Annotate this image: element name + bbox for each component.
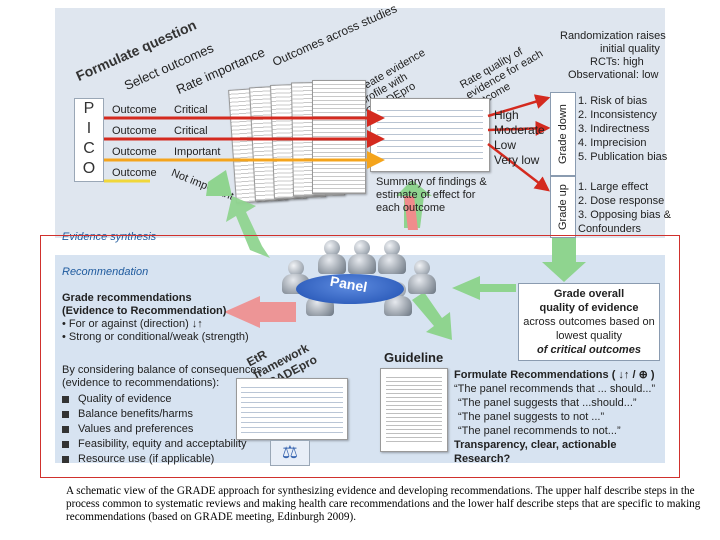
grade-down-label: Grade down	[557, 104, 569, 164]
quality-arrow-high	[487, 94, 551, 118]
panel-member-icon	[408, 260, 436, 294]
grade-recommendations: Grade recommendations (Evidence to Recom…	[62, 292, 249, 344]
balance-item: Feasibility, equity and acceptability	[78, 438, 247, 450]
pico-o: O	[82, 160, 96, 177]
grade-recs-subtitle: (Evidence to Recommendation)	[62, 305, 227, 317]
checkbox-icon	[62, 455, 69, 463]
guideline-label: Guideline	[384, 350, 444, 365]
grade-up-list: 1. Large effect 2. Dose response 3. Oppo…	[578, 180, 671, 236]
pink-arrow-up	[404, 196, 418, 230]
quality-high: High	[494, 108, 519, 122]
panel-member-icon	[378, 240, 406, 274]
pink-arrow-left	[224, 296, 296, 328]
evidence-profile-table	[370, 98, 490, 172]
randomization-line-3: RCTs: high	[590, 56, 644, 68]
etr-table-document	[236, 378, 348, 440]
checkbox-icon	[62, 425, 69, 433]
importance-row-1: Critical	[174, 104, 208, 116]
panel-table	[296, 274, 404, 304]
grade-recs-item: • For or against (direction) ↓↑	[62, 318, 203, 330]
pico-p: P	[83, 100, 95, 117]
outcome-row-1: Outcome	[112, 104, 157, 116]
checkbox-icon	[62, 395, 69, 403]
checkbox-icon	[62, 410, 69, 418]
balance-item: Resource use (if applicable)	[78, 453, 215, 465]
formulate-recs-item: “The panel suggests to not ...”	[458, 411, 605, 423]
quality-very-low: Very low	[494, 153, 540, 167]
grade-down-item: 2. Inconsistency	[578, 109, 657, 121]
outcome-row-3: Outcome	[112, 146, 157, 158]
green-arrow-down-right	[412, 292, 452, 340]
green-arrow-to-panel	[452, 276, 516, 300]
panel-member-icon	[348, 240, 376, 274]
formulate-recs-item: “The panel suggests that ...should...”	[458, 397, 637, 409]
grade-up-label: Grade up	[557, 184, 569, 230]
pico-c: C	[83, 140, 95, 157]
randomization-line-1: Randomization raises	[560, 30, 666, 42]
grade-overall-line: of critical outcomes	[537, 344, 641, 356]
formulate-recs-item: “The panel recommends to not...”	[458, 425, 621, 437]
recommendation-frame	[40, 235, 680, 478]
balance-item: Balance benefits/harms	[78, 408, 193, 420]
formulate-recs-title: Formulate Recommendations ( ↓↑ / ⊕ )	[454, 369, 655, 381]
quality-arrow-moderate	[487, 120, 551, 136]
grade-overall-box: Grade overall quality of evidence across…	[518, 283, 660, 361]
balance-item: Quality of evidence	[78, 393, 172, 405]
randomization-line-4: Observational: low	[568, 69, 659, 81]
pico-i: I	[86, 120, 92, 137]
grade-up-item: 1. Large effect	[578, 181, 649, 193]
panel-member-icon	[318, 240, 346, 274]
grade-recs-item: • Strong or conditional/weak (strength)	[62, 331, 249, 343]
grade-down-item: 1. Risk of bias	[578, 95, 648, 107]
grade-recs-title: Grade recommendations	[62, 292, 192, 304]
grade-down-item: 5. Publication bias	[578, 151, 668, 163]
outcome-row-4: Outcome	[112, 167, 157, 179]
evidence-synthesis-label: Evidence synthesis	[62, 231, 157, 243]
outcome-row-2: Outcome	[112, 125, 157, 137]
green-arrow-to-question	[226, 196, 270, 258]
randomization-line-2: initial quality	[600, 43, 660, 55]
checkbox-icon	[62, 440, 69, 448]
balance-intro: (evidence to recommendations):	[62, 377, 220, 389]
formulate-recs-item: “The panel recommends that ... should...…	[454, 383, 656, 395]
green-arrow-up-left	[206, 170, 232, 196]
quality-low: Low	[494, 138, 517, 152]
recommendation-label: Recommendation	[62, 266, 149, 278]
importance-row-2: Critical	[174, 125, 208, 137]
grade-down-item: 4. Imprecision	[578, 137, 647, 149]
grade-down-list: 1. Risk of bias 2. Inconsistency 3. Indi…	[578, 94, 667, 164]
grade-up-item: Confounders	[578, 223, 641, 235]
balance-item: Values and preferences	[78, 423, 194, 435]
pico-box: P I C O	[74, 98, 104, 182]
grade-up-bar: Grade up	[550, 176, 576, 238]
quality-levels: High Moderate Low Very low	[494, 108, 545, 168]
grade-overall-line: across outcomes based on	[523, 316, 655, 328]
quality-moderate: Moderate	[494, 123, 545, 137]
randomization-note: Randomization raises initial quality RCT…	[560, 30, 666, 82]
figure-caption: A schematic view of the GRADE approach f…	[66, 485, 701, 523]
study-sheet	[312, 80, 366, 194]
grade-overall-line: Grade overall	[553, 288, 625, 300]
green-arrow-down	[542, 236, 586, 282]
formulate-recommendations: Formulate Recommendations ( ↓↑ / ⊕ ) “Th…	[454, 368, 655, 466]
grade-up-item: 2. Dose response	[578, 195, 665, 207]
transparency-line: Transparency, clear, actionable	[454, 439, 617, 451]
transparency-line: Research?	[454, 453, 511, 465]
grade-down-bar: Grade down	[550, 92, 576, 176]
balance-consequences: By considering balance of consequences (…	[62, 364, 262, 467]
balance-scale-icon: ⚖	[270, 440, 310, 466]
grade-overall-line: quality of evidence	[539, 302, 639, 314]
summary-of-findings: Summary of findings & estimate of effect…	[376, 176, 487, 214]
grade-down-item: 3. Indirectness	[578, 123, 650, 135]
importance-row-3: Important	[174, 146, 221, 158]
grade-up-item: 3. Opposing bias &	[578, 209, 671, 221]
balance-intro: By considering balance of consequences	[62, 364, 262, 376]
guideline-document	[380, 368, 448, 452]
grade-overall-line: lowest quality	[555, 330, 623, 342]
quality-arrow-low	[487, 143, 550, 192]
